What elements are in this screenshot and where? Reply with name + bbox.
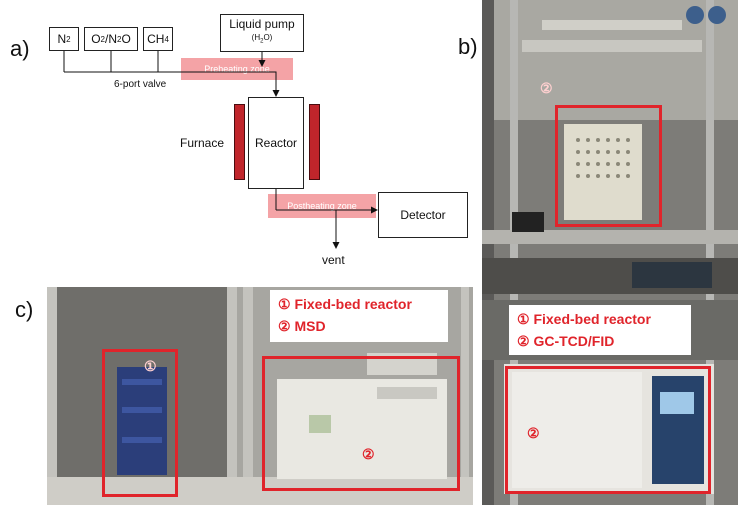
panel-b-marker-bottom: ② [527, 425, 540, 441]
panel-b-legend-line1: ① Fixed-bed reactor [517, 311, 651, 327]
n2o-text: /N [105, 32, 117, 46]
panel-b-reactor-highlight [555, 105, 662, 227]
ch4-subscript: 4 [164, 34, 169, 44]
panel-b-gc-highlight [505, 366, 711, 494]
flow-lines [63, 51, 378, 249]
panel-a-label: a) [10, 36, 30, 61]
panel-c-legend: ① Fixed-bed reactor ② MSD [270, 290, 448, 342]
panel-b-legend-line2: ② GC-TCD/FID [517, 333, 615, 349]
n2-text: N [57, 32, 67, 46]
o2-subscript: 2 [100, 34, 105, 44]
n2-subscript: 2 [66, 34, 71, 44]
panel-c-marker-reactor: ① [144, 358, 157, 374]
ch4-text: CH [147, 32, 165, 46]
panel-b-label: b) [458, 34, 478, 59]
detector-box: Detector [378, 192, 468, 238]
panel-b-legend: ① Fixed-bed reactor ② GC-TCD/FID [509, 305, 691, 355]
reactor-box: Reactor [248, 97, 304, 189]
pump-sub-post: O) [263, 32, 273, 42]
pump-sub-2: 2 [260, 38, 264, 45]
panel-c-label: c) [15, 297, 34, 322]
pump-sub-pre: (H [251, 32, 261, 42]
liquid-pump-box: Liquid pump (H2O) [220, 14, 304, 52]
panel-b-marker-top: ② [540, 80, 553, 96]
furnace-label: Furnace [180, 136, 225, 150]
pump-label: Liquid pump [229, 16, 295, 31]
panel-c-msd-highlight [262, 356, 460, 491]
postheating-zone: Postheating zone [268, 194, 376, 218]
vent-label: vent [322, 253, 345, 267]
valve-label: 6-port valve [114, 79, 167, 90]
o2-text: O [91, 32, 101, 46]
n2o-subscript: 2 [117, 34, 122, 44]
panel-c-marker-msd: ② [362, 446, 375, 462]
panel-c-legend-line1: ① Fixed-bed reactor [278, 296, 412, 312]
panel-c-legend-line2: ② MSD [278, 318, 326, 334]
panel-c-reactor-highlight [102, 349, 178, 497]
left-heater [234, 104, 245, 180]
pump-subtitle: (H2O) [252, 31, 273, 49]
right-heater [309, 104, 320, 180]
n2o-o-text: O [121, 32, 131, 46]
reactor-inlet-line [265, 71, 280, 97]
